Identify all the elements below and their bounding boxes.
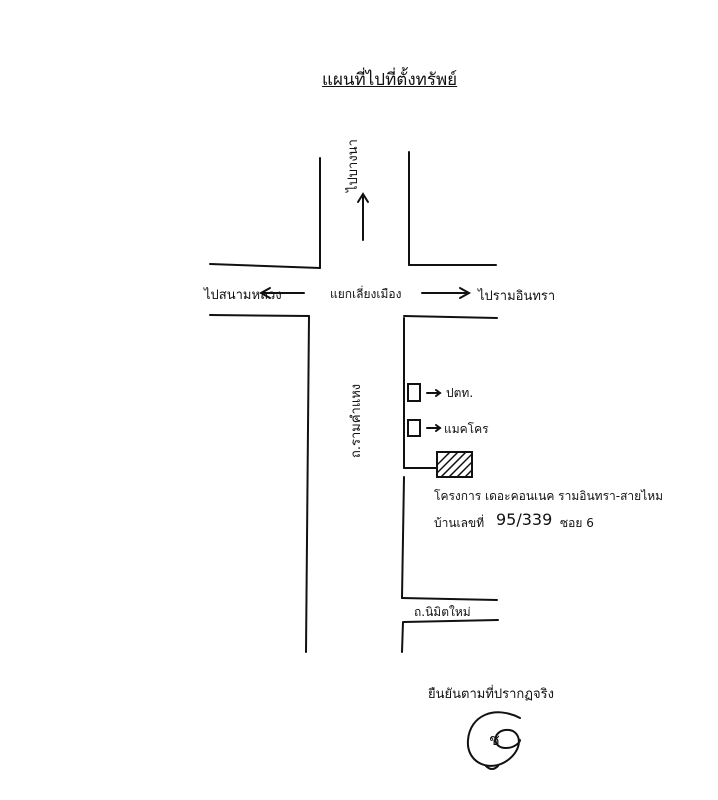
place-1-label: ปตท. <box>446 386 474 400</box>
east-arrowhead <box>459 287 472 299</box>
south-road-right-edge-bottom <box>401 621 404 653</box>
signature-scribble <box>466 711 521 767</box>
place-2-marker <box>407 419 421 437</box>
signature-tail <box>485 765 499 770</box>
west-road-bottom-edge <box>209 314 310 317</box>
to-north-label: ไปบางนา <box>346 139 361 192</box>
east-road-bottom-edge <box>403 315 498 319</box>
west-road-top-edge <box>209 263 321 269</box>
place-2-arrowhead <box>435 424 442 432</box>
side-road-bottom-edge <box>403 619 499 623</box>
intersection-label: แยกเลี่ยงเมือง <box>330 287 402 301</box>
side-road-top-edge <box>401 597 498 601</box>
to-west-label: ไปสนามหลวง <box>204 288 282 303</box>
south-road-left-edge <box>305 315 310 653</box>
project-name: โครงการ เดอะคอนเนค รามอินทรา-สายไหม <box>434 489 664 503</box>
project-house-number: 95/339 <box>496 510 553 529</box>
project-soi: ซอย 6 <box>560 516 594 530</box>
side-road-label: ถ.นิมิตใหม่ <box>414 605 471 619</box>
place-2-label: แมคโคร <box>444 422 489 436</box>
west-arrowhead <box>258 287 271 299</box>
to-east-label: ไปรามอินทรา <box>478 289 556 304</box>
signature-mark: ช <box>489 730 500 749</box>
map-title: แผนที่ไปที่ตั้งทรัพย์ <box>322 70 458 90</box>
main-road-label: ถ.รามคำแหง <box>349 383 364 458</box>
place-1-marker <box>407 383 421 402</box>
north-arrowhead <box>357 192 369 203</box>
place-1-arrowhead <box>435 389 442 397</box>
signature-caption: ยืนยันตามที่ปรากฏจริง <box>428 687 554 702</box>
south-road-right-edge-lower <box>401 476 405 599</box>
project-address-prefix: บ้านเลขที่ <box>434 516 485 530</box>
